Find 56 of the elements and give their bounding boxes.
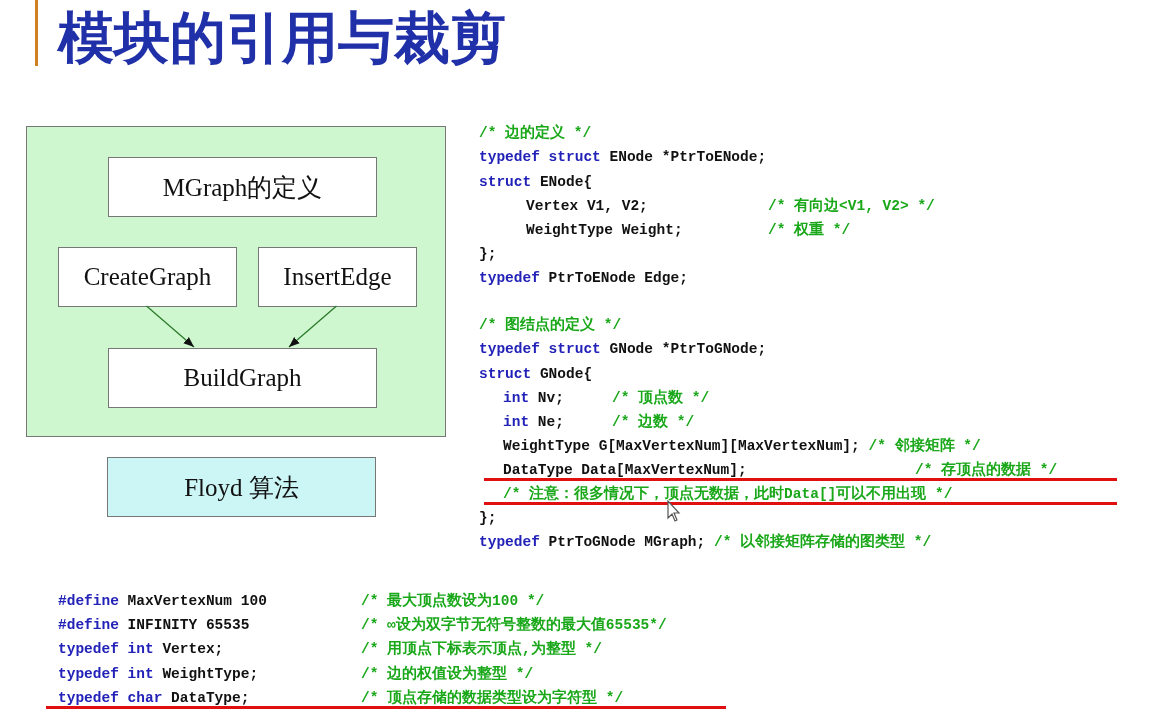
- code-comment: /* 注意：很多情况下，顶点无数据，此时Data[]可以不用出现 */: [503, 484, 953, 504]
- title: 模块的引用与裁剪: [58, 3, 506, 72]
- code-comment: /* 边数 */: [612, 412, 695, 432]
- code-comment: /* 图结点的定义 */: [479, 315, 622, 335]
- code-comment: /* 存顶点的数据 */: [915, 460, 1058, 480]
- process-box: BuildGraph: [108, 348, 377, 408]
- process-box: Floyd 算法: [107, 457, 376, 517]
- code-comment: /* 顶点存储的数据类型设为字符型 */: [361, 688, 624, 708]
- code-text: INFINITY 65535: [127, 616, 250, 635]
- code-comment: /* 最大顶点数设为100 */: [361, 591, 545, 611]
- keyword: #define: [58, 592, 119, 611]
- code-comment: /* 权重 */: [768, 220, 851, 240]
- code-text: PtrToGNode MGraph;: [548, 533, 706, 552]
- code-comment: /* 边的权值设为整型 */: [361, 664, 534, 684]
- keyword: int: [503, 389, 530, 408]
- keyword: typedef int: [58, 640, 154, 659]
- code-text: Ne;: [537, 413, 564, 432]
- code-comment: /* 邻接矩阵 */: [868, 436, 981, 456]
- arrow: [288, 305, 338, 348]
- code-comment: /* 边的定义 */: [479, 123, 592, 143]
- code-comment: /* 顶点数 */: [612, 388, 710, 408]
- code-text: ENode *PtrToENode;: [609, 148, 767, 167]
- keyword: #define: [58, 616, 119, 635]
- code-text: WeightType G[MaxVertexNum][MaxVertexNum];: [503, 437, 860, 456]
- code-text: MaxVertexNum 100: [127, 592, 267, 611]
- process-box: CreateGraph: [58, 247, 237, 307]
- keyword: int: [503, 413, 530, 432]
- code-text: Nv;: [537, 389, 564, 408]
- code-comment: /* 有向边<V1, V2> */: [768, 196, 935, 216]
- keyword: typedef int: [58, 665, 154, 684]
- code-text: };: [479, 245, 497, 264]
- code-text: DataType Data[MaxVertexNum];: [503, 461, 747, 480]
- code-text: GNode *PtrToGNode;: [609, 340, 767, 359]
- code-text: Vertex;: [162, 640, 224, 659]
- keyword: typedef: [479, 533, 540, 552]
- keyword: typedef struct: [479, 340, 601, 359]
- arrow: [145, 305, 195, 348]
- code-text: Vertex V1, V2;: [526, 197, 648, 216]
- code-text: WeightType;: [162, 665, 259, 684]
- keyword: typedef: [479, 269, 540, 288]
- code-text: WeightType Weight;: [526, 221, 683, 240]
- code-text: };: [479, 509, 497, 528]
- process-box: MGraph的定义: [108, 157, 377, 217]
- code-comment: /* 用顶点下标表示顶点,为整型 */: [361, 639, 602, 659]
- keyword: struct: [479, 365, 532, 384]
- code-text: ENode{: [539, 173, 593, 192]
- keyword: typedef struct: [479, 148, 601, 167]
- code-comment: /* ∞设为双字节无符号整数的最大值65535*/: [361, 615, 667, 635]
- code-text: GNode{: [539, 365, 593, 384]
- module-group-box: [26, 126, 446, 437]
- code-text: DataType;: [171, 689, 250, 708]
- code-text: PtrToENode Edge;: [548, 269, 688, 288]
- process-box: InsertEdge: [258, 247, 417, 307]
- keyword: struct: [479, 173, 532, 192]
- keyword: typedef char: [58, 689, 163, 708]
- code-comment: /* 以邻接矩阵存储的图类型 */: [713, 532, 932, 552]
